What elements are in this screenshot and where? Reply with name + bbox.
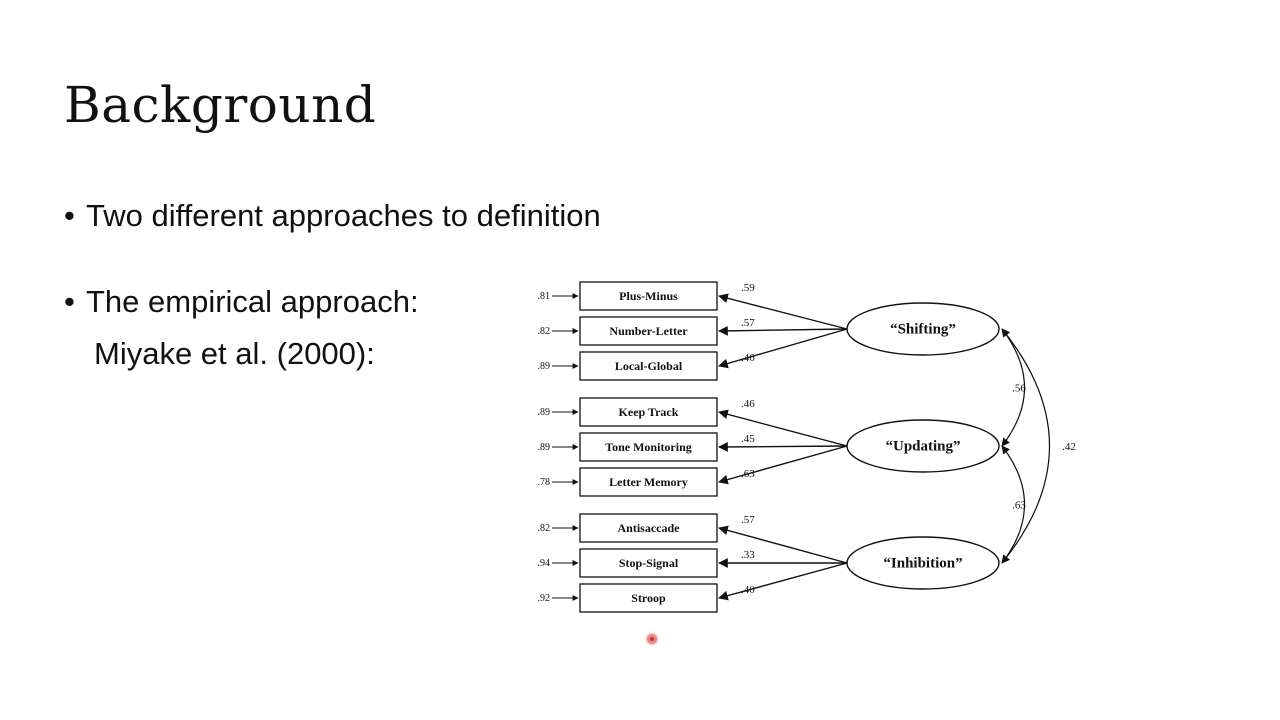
- correlation-arrow: [1001, 328, 1026, 447]
- factor-label: “Updating”: [885, 438, 960, 454]
- factor-label: “Shifting”: [890, 321, 956, 337]
- error-variance-label: .89: [538, 361, 551, 372]
- task-box: [579, 281, 718, 311]
- correlation-label: .56: [1012, 383, 1026, 395]
- correlation-label: .42: [1062, 441, 1076, 453]
- task-label: Keep Track: [619, 405, 679, 419]
- correlation-arrow: [1001, 328, 1050, 564]
- loading-label: .57: [741, 317, 755, 329]
- loading-arrow: [718, 525, 848, 564]
- laser-pointer-dot: [647, 634, 657, 644]
- loading-label: .46: [741, 398, 755, 410]
- slide-title: Background: [64, 76, 377, 134]
- factor-ellipse: [846, 419, 1000, 473]
- loading-label: .40: [741, 584, 755, 596]
- citation-text: Miyake et al. (2000):: [94, 336, 375, 371]
- task-label: Letter Memory: [609, 475, 688, 489]
- loading-label: .59: [741, 282, 755, 294]
- error-variance-label: .94: [538, 558, 551, 569]
- correlation-arrow: [1001, 445, 1026, 564]
- loading-arrow: [718, 445, 848, 485]
- task-box: [579, 351, 718, 381]
- error-variance-label: .82: [538, 326, 551, 337]
- error-variance-label: .92: [538, 593, 551, 604]
- bullet-marker: •: [64, 198, 75, 233]
- bullet-two-approaches: • Two different approaches to definition: [64, 196, 601, 236]
- task-label: Local-Global: [615, 359, 683, 373]
- loading-label: .63: [741, 468, 755, 480]
- bullet-text: Two different approaches to definition: [86, 198, 601, 233]
- loading-label: .57: [741, 514, 755, 526]
- task-box: [579, 467, 718, 497]
- factor-ellipse: [846, 302, 1000, 356]
- task-label: Number-Letter: [609, 324, 688, 338]
- factor-ellipse: [846, 536, 1000, 590]
- task-label: Stroop: [631, 591, 666, 605]
- task-label: Antisaccade: [618, 521, 681, 535]
- task-box: [579, 397, 718, 427]
- loading-arrow: [718, 562, 848, 601]
- loading-label: .46: [741, 352, 755, 364]
- error-variance-label: .81: [538, 291, 551, 302]
- factor-label: “Inhibition”: [883, 555, 962, 571]
- loading-arrow: [718, 442, 848, 452]
- error-variance-label: .78: [538, 477, 551, 488]
- loading-arrow: [718, 409, 848, 447]
- task-box: [579, 513, 718, 543]
- error-variance-label: .82: [538, 523, 551, 534]
- loading-label: .33: [741, 549, 755, 561]
- loading-arrow: [718, 293, 848, 330]
- task-box: [579, 316, 718, 346]
- loading-arrow: [718, 328, 848, 369]
- correlation-label: .63: [1012, 500, 1026, 512]
- bullet-text: The empirical approach:: [86, 284, 419, 319]
- loading-label: .45: [741, 433, 755, 445]
- task-box: [579, 548, 718, 578]
- task-label: Stop-Signal: [619, 556, 679, 570]
- error-variance-label: .89: [538, 442, 551, 453]
- task-label: Tone Monitoring: [605, 440, 692, 454]
- task-box: [579, 432, 718, 462]
- bullet-empirical-approach: • The empirical approach:: [64, 282, 419, 322]
- bullet-marker: •: [64, 284, 75, 319]
- task-box: [579, 583, 718, 613]
- error-variance-label: .89: [538, 407, 551, 418]
- loading-arrow: [718, 325, 848, 336]
- task-label: Plus-Minus: [619, 289, 678, 303]
